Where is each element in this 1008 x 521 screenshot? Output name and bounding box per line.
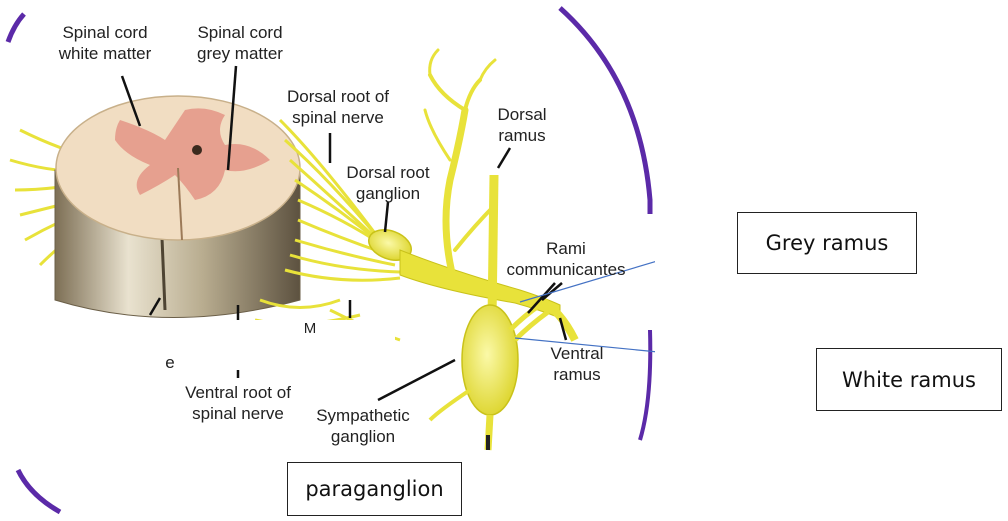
partial-label-b: M xyxy=(300,318,320,339)
label-dorsal-root: Dorsal root of spinal nerve xyxy=(268,86,408,128)
box-white-ramus-text: White ramus xyxy=(842,368,976,392)
box-paraganglion: paraganglion xyxy=(287,462,462,516)
frame-arc-right-lower xyxy=(640,330,650,440)
box-grey-ramus-text: Grey ramus xyxy=(766,231,889,255)
label-spinal-cord-grey-matter: Spinal cord grey matter xyxy=(180,22,300,64)
frame-arc-bottom-left xyxy=(18,470,60,512)
partial-label-a: e xyxy=(160,352,180,373)
frame-arc-top-left xyxy=(8,14,24,42)
label-spinal-cord-white-matter: Spinal cord white matter xyxy=(40,22,170,64)
box-paraganglion-text: paraganglion xyxy=(305,477,443,501)
label-dorsal-ramus: Dorsal ramus xyxy=(482,104,562,146)
box-white-ramus: White ramus xyxy=(816,348,1002,411)
frame-arc-top-right xyxy=(560,8,650,214)
label-dorsal-root-ganglion: Dorsal root ganglion xyxy=(328,162,448,204)
label-rami-communicantes: Rami communicantes xyxy=(496,238,636,280)
label-sympathetic-ganglion: Sympathetic ganglion xyxy=(298,405,428,447)
label-ventral-ramus: Ventral ramus xyxy=(532,343,622,385)
label-ventral-root: Ventral root of spinal nerve xyxy=(168,382,308,424)
box-grey-ramus: Grey ramus xyxy=(737,212,917,274)
spinal-cord xyxy=(55,96,300,318)
